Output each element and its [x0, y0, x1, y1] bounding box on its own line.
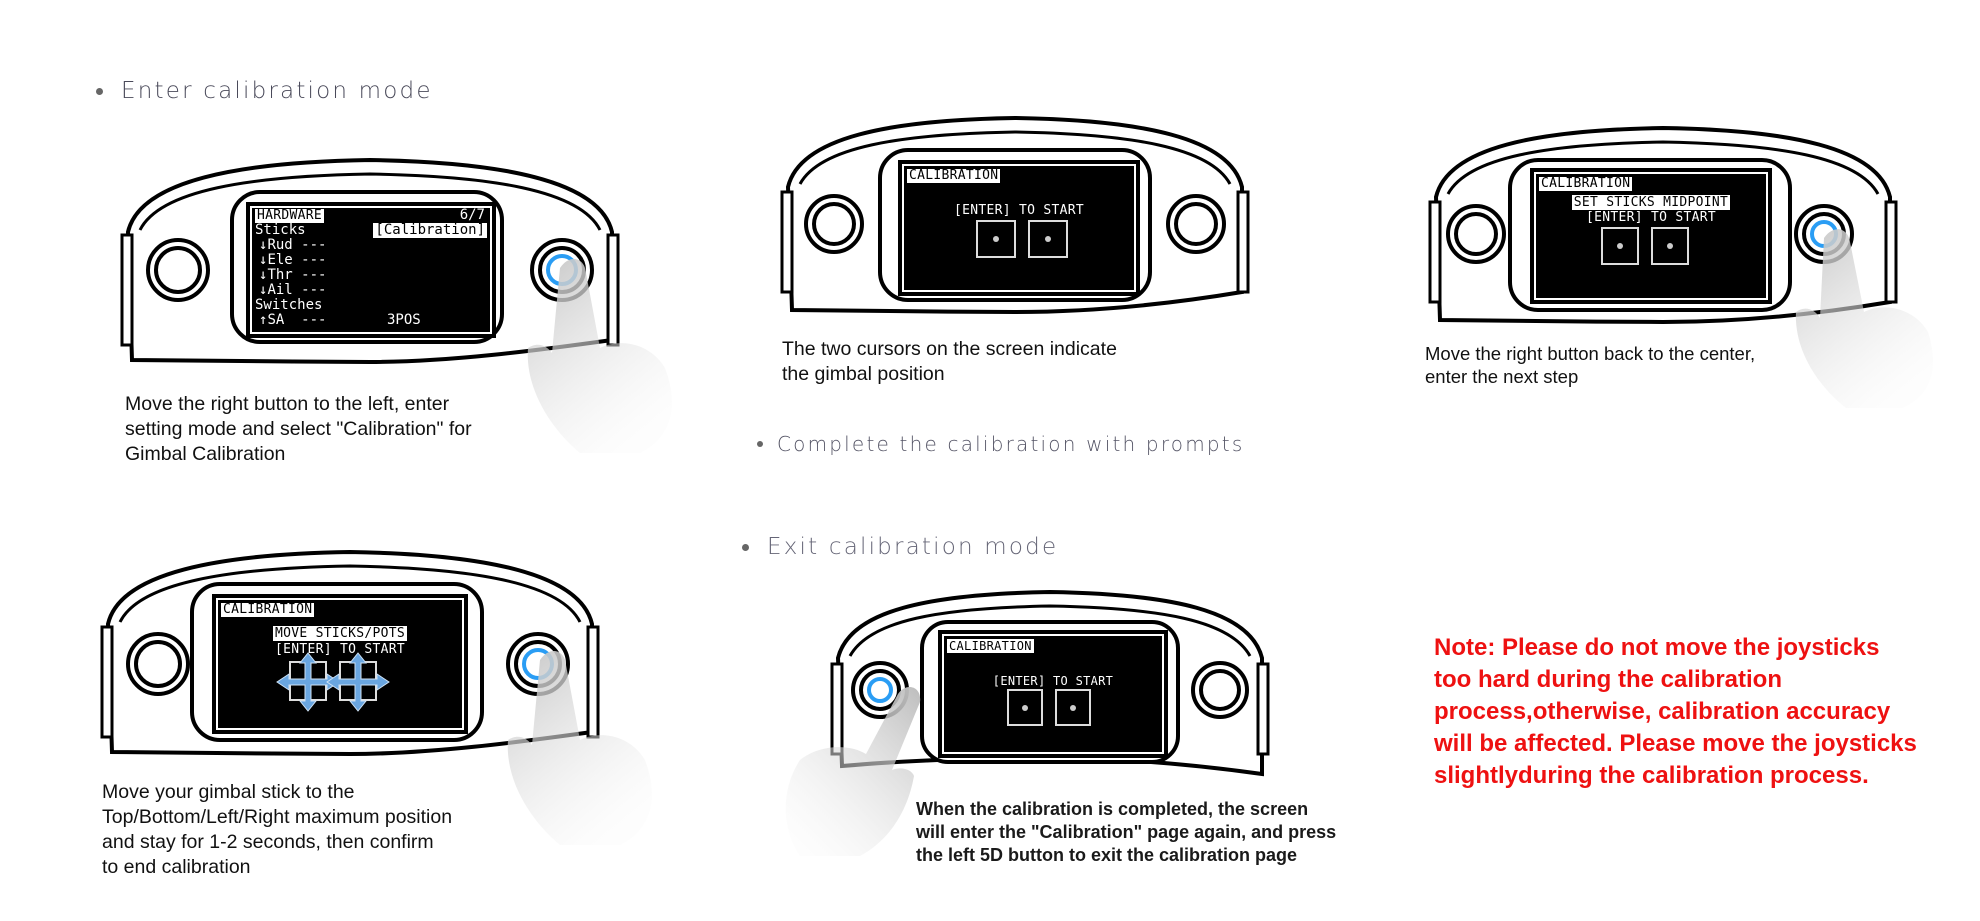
enter-to-start-prompt: [ENTER] TO START: [953, 203, 1085, 218]
radio-device-step-1: HARDWARE 6/7 [Calibration] Sticks ↓Rud -…: [120, 150, 620, 370]
four-way-arrow-icon: [326, 652, 390, 712]
stick-icon: ↓: [259, 237, 268, 253]
screen-move-sticks: CALIBRATION MOVE STICKS/POTS [ENTER] TO …: [212, 594, 468, 734]
stick-icon: ↓: [259, 252, 268, 268]
right-gimbal-cursor: [1651, 227, 1689, 265]
step-5-caption: When the calibration is completed, the s…: [916, 799, 1337, 865]
row-ele: ↓Ele ---: [259, 252, 327, 268]
left-gimbal-cursor: [976, 220, 1016, 258]
calibration-menu-item[interactable]: [Calibration]: [373, 222, 487, 238]
row-ail: ↓Ail ---: [259, 282, 327, 298]
bullet-icon: [757, 441, 763, 447]
four-way-arrow-icon: [276, 652, 340, 712]
section-header-enter: Enter calibration mode: [96, 78, 433, 104]
row-rud: ↓Rud ---: [259, 237, 327, 253]
finger-pointer-icon: [507, 650, 652, 845]
switch-icon: ↑: [259, 312, 268, 328]
switch-type: 3POS: [387, 312, 421, 328]
section-header-exit: Exit calibration mode: [742, 534, 1058, 560]
section-label: Complete the calibration with prompts: [777, 432, 1245, 456]
bullet-icon: [96, 87, 103, 95]
right-gimbal-cursor: [1055, 689, 1091, 726]
screen-set-midpoint: CALIBRATION SET STICKS MIDPOINT [ENTER] …: [1530, 168, 1772, 304]
section-label: Exit calibration mode: [767, 534, 1059, 560]
calibration-warning-note: Note: Please do not move the joysticks t…: [1434, 634, 1917, 789]
move-sticks-pots-label: MOVE STICKS/POTS: [272, 626, 408, 641]
screen-hardware: HARDWARE 6/7 [Calibration] Sticks ↓Rud -…: [246, 202, 496, 338]
screen-calibration-exit: CALIBRATION [ENTER] TO START: [938, 630, 1168, 758]
screen-title: CALIBRATION: [1539, 176, 1633, 191]
finger-pointer-icon: [527, 258, 672, 453]
screen-title: CALIBRATION: [947, 639, 1034, 653]
screen-calibration: CALIBRATION [ENTER] TO START: [898, 160, 1140, 296]
bullet-icon: [742, 543, 749, 551]
left-gimbal-cursor: [1601, 227, 1639, 265]
row-sa: ↑SA ---: [259, 312, 327, 328]
enter-to-start-prompt: [ENTER] TO START: [1585, 210, 1717, 225]
section-header-complete: Complete the calibration with prompts: [757, 432, 1244, 456]
screen-title: CALIBRATION: [907, 168, 1001, 183]
step-2-caption: The two cursors on the screen indicate t…: [782, 338, 1117, 385]
step-4-caption: Move your gimbal stick to the Top/Bottom…: [102, 781, 453, 878]
row-thr: ↓Thr ---: [259, 267, 327, 283]
finger-pointer-icon: [1795, 229, 1933, 408]
right-gimbal-cursor: [1028, 220, 1068, 258]
screen-title: CALIBRATION: [221, 602, 315, 617]
finger-pointer-icon: [785, 687, 921, 856]
section-label: Enter calibration mode: [121, 78, 433, 104]
row-switches: Switches: [255, 297, 323, 313]
radio-device-step-2: CALIBRATION [ENTER] TO START: [780, 112, 1250, 317]
radio-device-step-4: CALIBRATION MOVE STICKS/POTS [ENTER] TO …: [100, 542, 600, 762]
enter-to-start-prompt: [ENTER] TO START: [992, 674, 1114, 688]
stick-icon: ↓: [259, 267, 268, 283]
set-sticks-midpoint-label: SET STICKS MIDPOINT: [1571, 195, 1731, 210]
step-3-caption: Move the right button back to the center…: [1425, 343, 1756, 387]
radio-device-step-3: CALIBRATION SET STICKS MIDPOINT [ENTER] …: [1428, 122, 1898, 327]
radio-device-step-5: CALIBRATION [ENTER] TO START: [830, 588, 1270, 778]
step-1-caption: Move the right button to the left, enter…: [125, 393, 472, 465]
stick-icon: ↓: [259, 282, 268, 298]
page-indicator: 6/7: [459, 207, 485, 223]
left-gimbal-cursor: [1007, 689, 1043, 726]
row-sticks: Sticks: [255, 222, 306, 238]
screen-title: HARDWARE: [255, 208, 325, 223]
